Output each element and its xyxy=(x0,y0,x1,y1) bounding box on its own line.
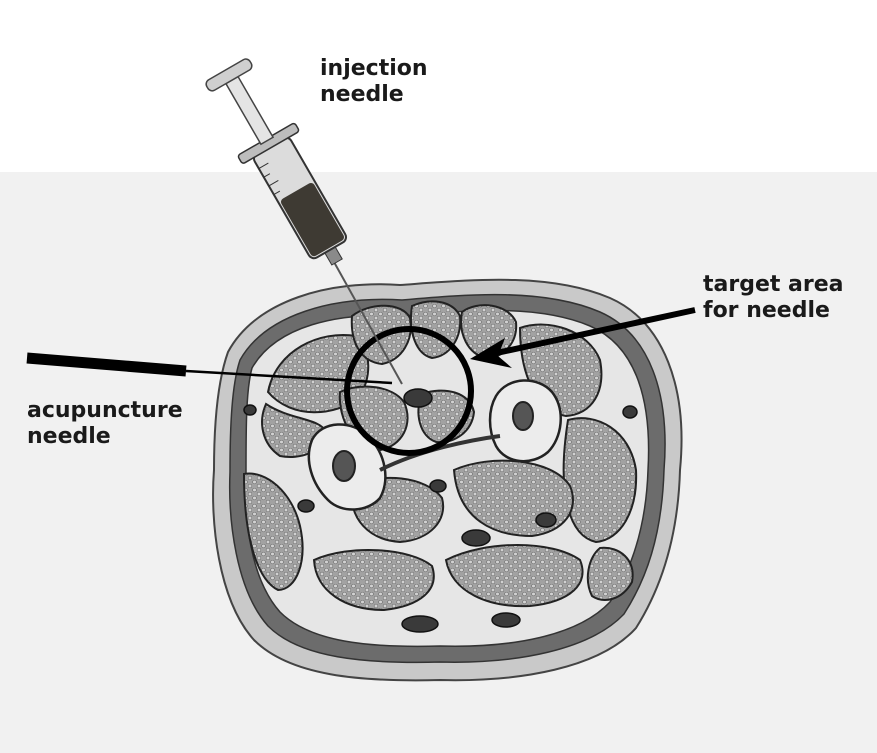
median-nerve xyxy=(404,389,432,407)
injection-needle-label: injection needle xyxy=(320,56,428,108)
injection-needle-label-line2: needle xyxy=(320,82,428,108)
radius-marrow xyxy=(513,402,533,430)
acupuncture-needle-label: acupuncture needle xyxy=(27,398,183,450)
injection-needle-label-line1: injection xyxy=(320,56,428,82)
blood-vessel xyxy=(402,616,438,632)
blood-vessel xyxy=(430,480,446,492)
blood-vessel xyxy=(462,530,490,546)
blood-vessel xyxy=(536,513,556,527)
blood-vessel xyxy=(492,613,520,627)
blood-vessel xyxy=(623,406,637,418)
syringe-plunger-rod xyxy=(226,77,273,145)
target-area-label-line1: target area xyxy=(703,272,844,298)
ulna-marrow xyxy=(333,451,355,481)
acupuncture-needle-label-line1: acupuncture xyxy=(27,398,183,424)
acupuncture-needle-label-line2: needle xyxy=(27,424,183,450)
blood-vessel xyxy=(244,405,256,415)
blood-vessel xyxy=(298,500,314,512)
target-area-label-line2: for needle xyxy=(703,298,844,324)
target-area-label: target area for needle xyxy=(703,272,844,324)
